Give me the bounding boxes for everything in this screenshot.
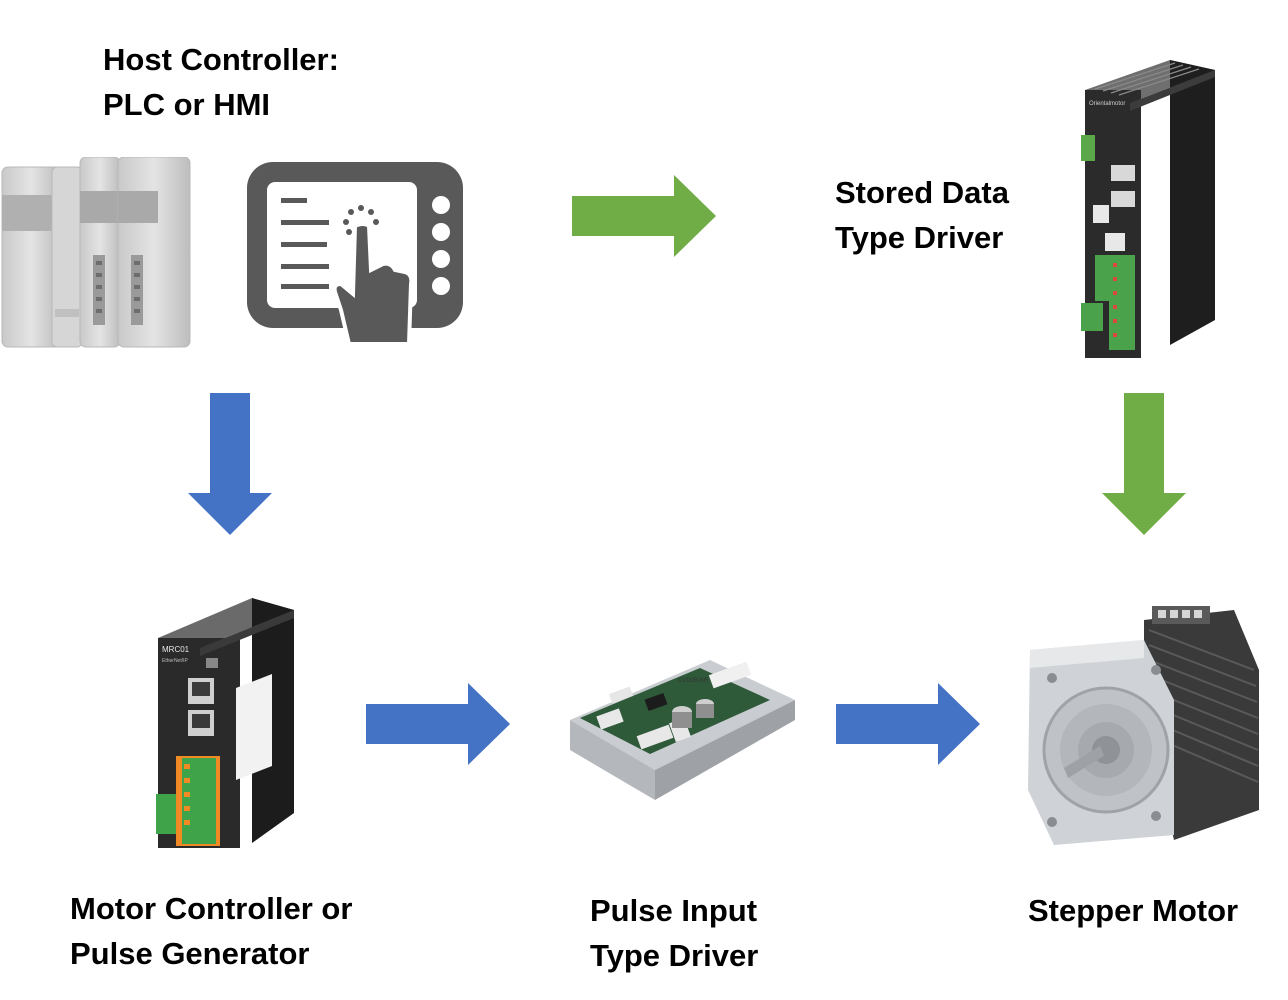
stepper-motor-label: Stepper Motor	[1028, 888, 1238, 933]
pulse-driver-device: CVD2B-KR	[550, 660, 800, 810]
host-label-line2: PLC or HMI	[103, 87, 271, 122]
motor-controller-label: Motor Controller or Pulse Generator	[70, 886, 352, 976]
stored-driver-brand: Orientalmotor	[1089, 101, 1125, 107]
motor-label-line1: Stepper Motor	[1028, 893, 1239, 928]
stored-label-line1: Stored Data	[835, 175, 1009, 210]
hmi-touch-icon	[245, 160, 465, 350]
controller-sub-text: EtherNet/IP	[162, 658, 189, 664]
stored-label-line2: Type Driver	[835, 220, 1004, 255]
host-label-line1: Host Controller:	[103, 42, 339, 77]
pulse-label-line1: Pulse Input	[590, 893, 758, 928]
pulse-label-line2: Type Driver	[590, 938, 759, 973]
pulse-driver-model-text: CVD2B-KR	[678, 678, 709, 684]
plc-rack-icon	[0, 157, 195, 352]
stored-driver-label: Stored Data Type Driver	[835, 170, 1009, 260]
stepper-motor-device	[1024, 600, 1264, 850]
controller-model-text: MRC01	[162, 645, 190, 654]
blue-arrow-right-2	[836, 683, 982, 765]
motor-controller-device: MRC01 EtherNet/IP	[152, 598, 300, 853]
controller-label-line1: Motor Controller or	[70, 891, 353, 926]
green-arrow-right	[572, 175, 718, 257]
host-controller-label: Host Controller: PLC or HMI	[103, 37, 339, 127]
green-arrow-down	[1102, 393, 1186, 535]
blue-arrow-down	[188, 393, 272, 535]
stored-data-driver-device: Orientalmotor	[1075, 55, 1220, 360]
pulse-driver-label: Pulse Input Type Driver	[590, 888, 758, 978]
controller-label-line2: Pulse Generator	[70, 936, 310, 971]
blue-arrow-right-1	[366, 683, 512, 765]
